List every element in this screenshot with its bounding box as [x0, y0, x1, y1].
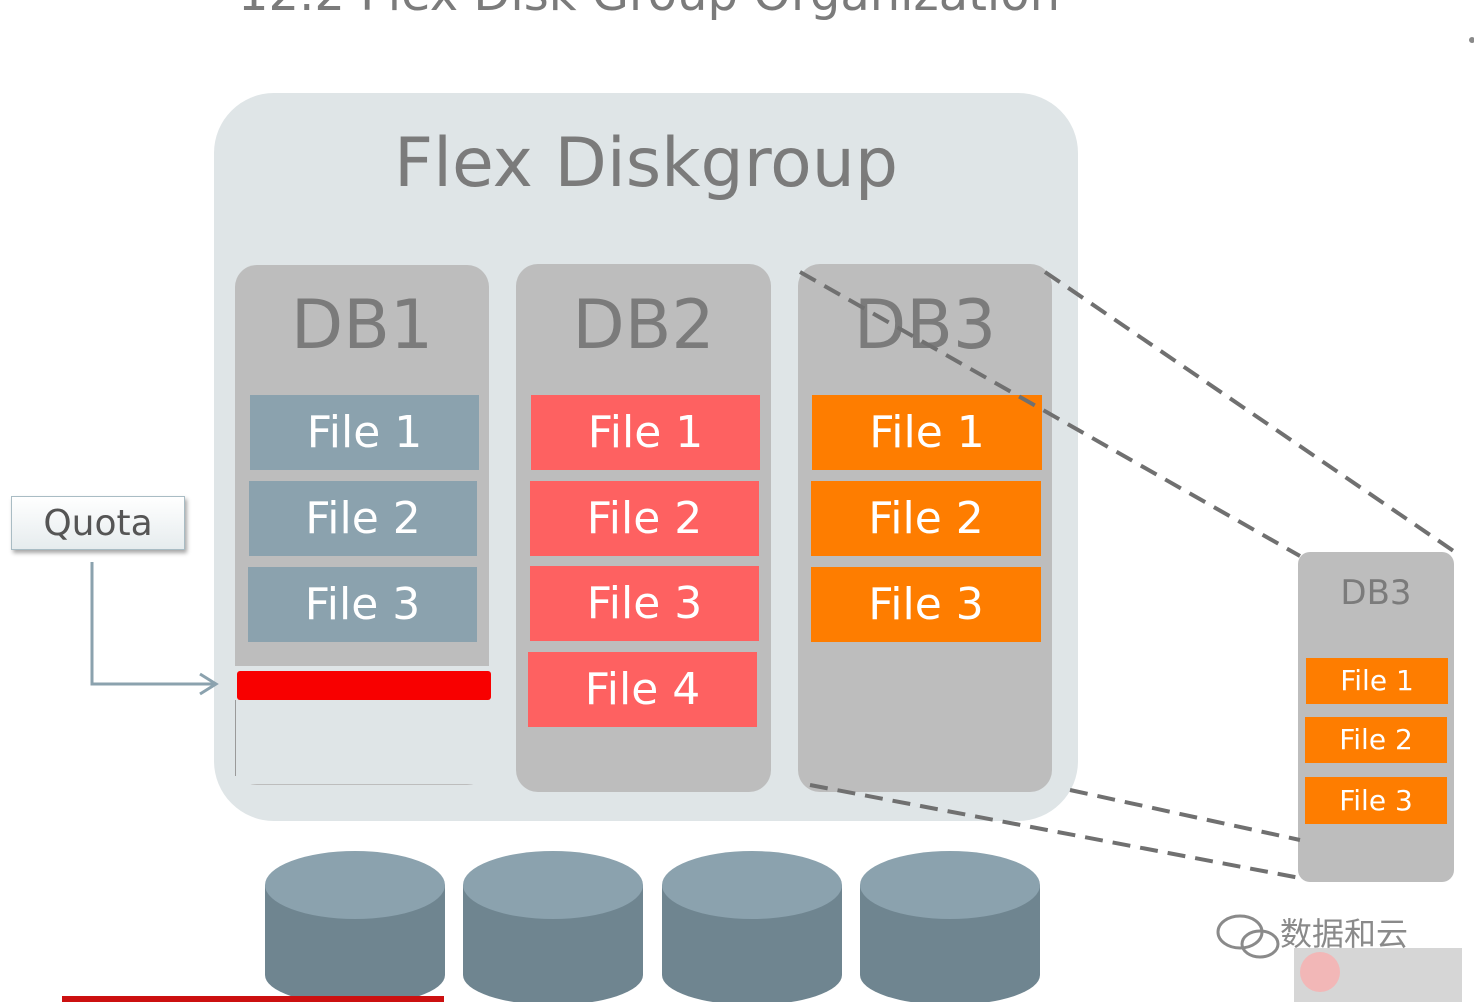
- db3-file-1: File 1: [812, 395, 1042, 470]
- disk-3: [662, 851, 842, 1002]
- db2-file-3: File 3: [530, 566, 759, 641]
- db3-detail-title: DB3: [1340, 573, 1412, 613]
- db3-detail-file-3: File 3: [1305, 777, 1447, 824]
- db3-file-3: File 3: [811, 567, 1041, 642]
- slide-title: 12.2 Flex Disk Group Organization: [238, 0, 1060, 18]
- wechat-icon: [1216, 914, 1280, 959]
- disk-2: [463, 851, 643, 1002]
- db1-free-space-edge: [235, 700, 236, 776]
- db2-title: DB2: [572, 286, 715, 365]
- db1-file-3: File 3: [248, 567, 477, 642]
- db1-file-2: File 2: [249, 481, 477, 556]
- db3-detail-file-2: File 2: [1305, 717, 1447, 763]
- quota-label-box: Quota: [11, 496, 185, 550]
- db3-detail-file-1: File 1: [1306, 658, 1448, 704]
- bottom-accent-line: [62, 996, 444, 1002]
- quota-limit-bar: [237, 671, 491, 700]
- db1-title: DB1: [290, 286, 434, 365]
- disk-1: [265, 851, 445, 1002]
- watermark-text: 数据和云: [1280, 915, 1409, 953]
- zoom-connector-lines: [799, 270, 1457, 880]
- disk-4: [860, 851, 1040, 1002]
- db2-file-4: File 4: [528, 652, 757, 727]
- db3-file-2: File 2: [811, 481, 1041, 556]
- db2-file-2: File 2: [530, 481, 759, 556]
- flex-diskgroup-title: Flex Diskgroup: [393, 124, 899, 203]
- db2-file-1: File 1: [531, 395, 760, 470]
- db3-title: DB3: [853, 286, 997, 365]
- quota-label: Quota: [43, 502, 153, 544]
- quota-arrow: [90, 562, 219, 696]
- db1-file-1: File 1: [250, 395, 479, 470]
- watermark-avatar-icon: [1300, 952, 1340, 992]
- edge-dot: [1469, 37, 1474, 43]
